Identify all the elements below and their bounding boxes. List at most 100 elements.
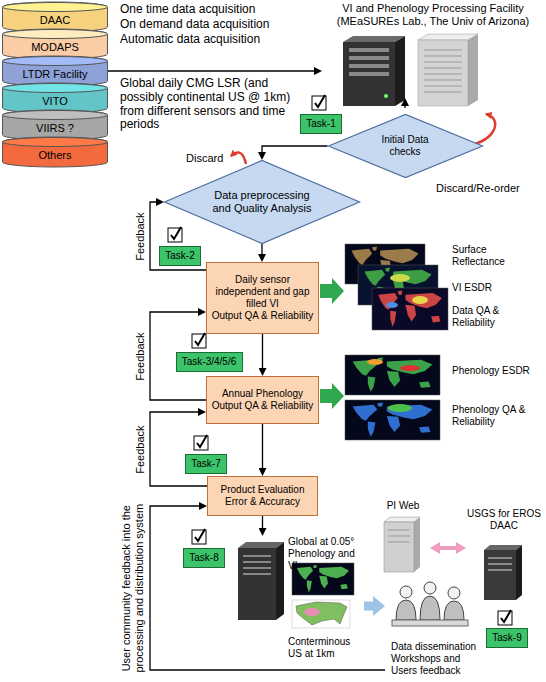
diamond-outline: [165, 161, 360, 244]
database-cylinder: VIIRS ?: [2, 110, 108, 140]
process-box: Product EvaluationError & Accuracy: [207, 476, 318, 516]
server-icon: [349, 64, 389, 68]
server-group: USGS for EROS DAAC: [466, 506, 542, 601]
checkbox-icon: [195, 333, 205, 345]
map-image: [353, 402, 433, 436]
node-text: Task-7: [191, 458, 220, 470]
cylinder-outline: [3, 84, 108, 93]
node-text: Conterminous US at 1km: [288, 636, 364, 660]
server-icon: [418, 40, 468, 106]
server-icon: [343, 36, 405, 106]
node-text: VITO: [42, 95, 67, 108]
node-text: Data preprocessing and Quality Analysis: [206, 189, 318, 215]
output-arrow: [320, 278, 344, 304]
node-text: PI Web: [387, 500, 420, 512]
node-text: Task-3/4/5/6: [182, 356, 236, 368]
server-icon: [238, 517, 522, 620]
server-icon: [276, 542, 284, 620]
people-icon: [400, 586, 412, 598]
node-text: DAAC: [40, 14, 71, 27]
node-text: VI and Phenology Processing Facility (ME…: [322, 2, 544, 28]
people-icon: [396, 600, 416, 620]
facility-group: VI and Phenology Processing Facility (ME…: [322, 0, 544, 108]
connector: [262, 146, 328, 152]
checkbox-icon: [192, 334, 206, 348]
annotation-label: One time data acquisition: [120, 3, 255, 17]
checkbox-icon: [171, 227, 181, 239]
annotation-label: Automatic data acquisition: [120, 33, 260, 47]
map-image: [296, 602, 347, 625]
cylinder-outline: [3, 138, 108, 147]
people-icon: [392, 582, 468, 626]
connector: [150, 506, 385, 670]
checkbox-icon: [312, 96, 326, 110]
annotation-label: Surface Reflectance: [452, 244, 536, 267]
dissemination-group: Data dissemination Workshops and Users f…: [385, 578, 483, 680]
server-icon: [238, 542, 284, 548]
node-text: Annual Phenology: [222, 388, 303, 400]
node-text: Output QA & Reliability: [212, 400, 314, 412]
map-image: [353, 357, 433, 391]
server-icon: [414, 517, 420, 572]
map-image: [292, 563, 354, 595]
connector: [262, 334, 263, 368]
output-arrow: [320, 278, 344, 409]
connector: [262, 424, 263, 468]
server-icon: [349, 72, 389, 76]
cylinder-outline: [3, 56, 108, 86]
server-group: PI Web: [376, 498, 430, 574]
checkbox-icon: [315, 95, 325, 107]
task-badge: Task-9: [486, 628, 528, 648]
product-group: Global at 0.05° Phenology and VI Contermi…: [232, 536, 364, 664]
node-text: MODAPS: [31, 41, 79, 54]
cylinder-outline: [3, 2, 108, 32]
cylinder-outline: [3, 137, 108, 167]
server-icon: [418, 34, 478, 106]
map-image: [345, 355, 440, 395]
server-icon: [468, 34, 478, 106]
cylinder-outline: [3, 111, 108, 120]
server-icon: [384, 522, 414, 572]
task-badge: Task-7: [185, 454, 227, 474]
server-icon: [343, 42, 395, 106]
server-icon: [388, 530, 410, 542]
people-icon: [392, 620, 468, 626]
map-image: [367, 359, 383, 365]
edge-label: User community feedback into the process…: [120, 498, 146, 678]
task-badge: Task-8: [183, 548, 225, 568]
annotation-label: VI ESDR: [452, 282, 492, 294]
server-icon: [484, 550, 516, 600]
node-text: USGS for EROS DAAC: [466, 508, 542, 532]
cylinder-outline: [3, 83, 108, 113]
node-text: Initial Data checks: [368, 134, 442, 158]
map-image: [400, 365, 420, 371]
checkbox-icon: [501, 610, 511, 622]
connector: [108, 70, 314, 71]
checkbox-icon: [168, 95, 512, 625]
annotation-label: On demand data acquisition: [120, 18, 269, 32]
decision-diamond: Data preprocessing and Quality Analysis: [164, 160, 360, 244]
process-box: Daily sensor independent and gap filled …: [206, 262, 319, 334]
map-image: [388, 404, 412, 412]
node-text: Others: [38, 149, 71, 162]
server-icon: [484, 545, 522, 550]
checkbox-icon: [498, 611, 512, 625]
map-image: [345, 400, 440, 440]
node-text: Global at 0.05° Phenology and VI: [288, 536, 364, 572]
map-image: [372, 288, 448, 330]
connector: [364, 602, 373, 611]
node-text: VIIRS ?: [36, 122, 74, 135]
cylinder-outline: [3, 57, 108, 66]
node-text: Task-2: [165, 250, 194, 262]
cylinder-outline: [3, 29, 108, 59]
diamond-outline: [328, 115, 482, 178]
decision-diamond: Initial Data checks: [328, 114, 483, 178]
checkbox-icon: [195, 529, 205, 541]
annotation-label: Phenology ESDR: [452, 365, 540, 377]
server-icon: [384, 94, 388, 98]
database-cylinder: MODAPS: [2, 29, 108, 59]
server-icon: [349, 56, 389, 60]
map-image: [378, 291, 442, 327]
annotation-label: Phenology QA & Reliability: [452, 404, 536, 427]
annotation-label: Discard: [186, 152, 223, 165]
